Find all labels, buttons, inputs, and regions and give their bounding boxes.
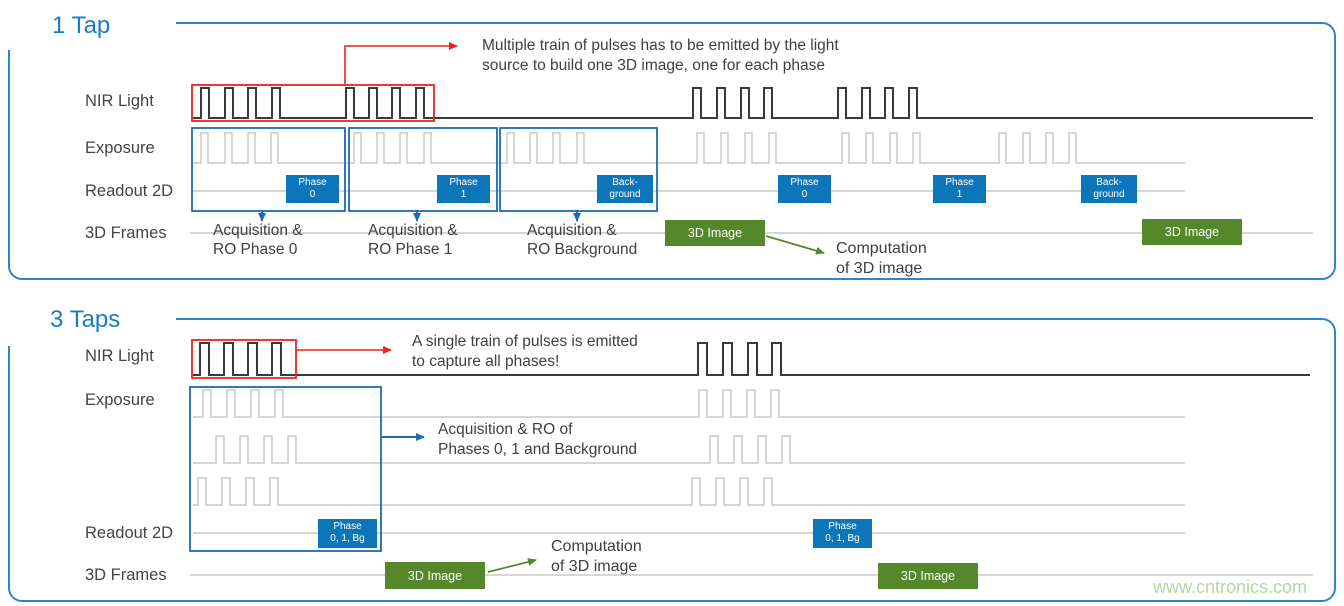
phase-badge: Back-ground bbox=[597, 175, 653, 203]
three-taps-title: 3 Taps bbox=[50, 306, 121, 333]
three-d-image-badge: 3D Image bbox=[1142, 219, 1242, 245]
nir-highlight-box-1tap bbox=[191, 84, 435, 122]
acquisition-caption: Acquisition &RO Background bbox=[527, 222, 638, 258]
three-taps-title-patch bbox=[3, 304, 176, 346]
exposure-waveform-3taps-row1 bbox=[193, 389, 1185, 418]
three-taps-annotation-line2: to capture all phases! bbox=[412, 353, 560, 370]
one-tap-title-patch bbox=[3, 8, 176, 50]
exposure-waveform-3taps-row3 bbox=[193, 477, 1185, 506]
exposure-waveform-3taps-row2 bbox=[193, 435, 1185, 464]
one-tap-row-label-frames: 3D Frames bbox=[85, 224, 167, 242]
three-taps-row-label-readout: Readout 2D bbox=[85, 524, 174, 542]
acquisition-caption: Acquisition &RO Phase 1 bbox=[368, 222, 458, 258]
acquisition-caption: Acquisition & RO of Phases 0, 1 and Back… bbox=[438, 421, 638, 458]
one-tap-annotation-line1: Multiple train of pulses has to be emitt… bbox=[482, 37, 839, 54]
computation-arrow-1tap bbox=[765, 235, 825, 255]
three-d-image-badge: 3D Image bbox=[665, 220, 765, 246]
annotation-arrow-1tap bbox=[344, 42, 458, 84]
acquisition-box-phase1 bbox=[348, 127, 498, 212]
three-taps-row-label-frames: 3D Frames bbox=[85, 566, 167, 584]
three-taps-panel bbox=[8, 318, 1336, 602]
acquisition-box-background bbox=[499, 127, 658, 212]
nir-waveform-3taps bbox=[193, 342, 1310, 376]
three-d-image-badge: 3D Image bbox=[385, 562, 485, 589]
acquisition-box-3taps bbox=[189, 386, 382, 552]
three-d-image-badge: 3D Image bbox=[878, 563, 978, 589]
three-taps-annotation-line1: A single train of pulses is emitted bbox=[412, 333, 638, 350]
acquisition-caption: Acquisition &RO Phase 0 bbox=[213, 222, 303, 258]
one-tap-panel bbox=[8, 22, 1336, 280]
three-taps-row-label-nir: NIR Light bbox=[85, 347, 154, 365]
nir-waveform-1tap bbox=[193, 87, 1313, 119]
one-tap-annotation-line2: source to build one 3D image, one for ea… bbox=[482, 57, 825, 74]
one-tap-row-label-exposure: Exposure bbox=[85, 139, 155, 157]
phase-badge: Back-ground bbox=[1081, 175, 1137, 203]
nir-highlight-box-3taps bbox=[191, 339, 297, 379]
watermark: www.cntronics.com bbox=[1153, 577, 1308, 597]
one-tap-annotation: Multiple train of pulses has to be emitt… bbox=[482, 36, 839, 76]
one-tap-row-label-readout: Readout 2D bbox=[85, 182, 174, 200]
three-taps-row-label-exposure: Exposure bbox=[85, 391, 155, 409]
acquisition-box-phase0 bbox=[191, 127, 346, 212]
one-tap-title: 1 Tap bbox=[52, 12, 111, 39]
three-taps-annotation: A single train of pulses is emitted to c… bbox=[412, 332, 638, 372]
exposure-waveform-1tap bbox=[193, 132, 1185, 164]
computation-arrow-3taps bbox=[487, 558, 537, 573]
one-tap-row-label-nir: NIR Light bbox=[85, 92, 154, 110]
